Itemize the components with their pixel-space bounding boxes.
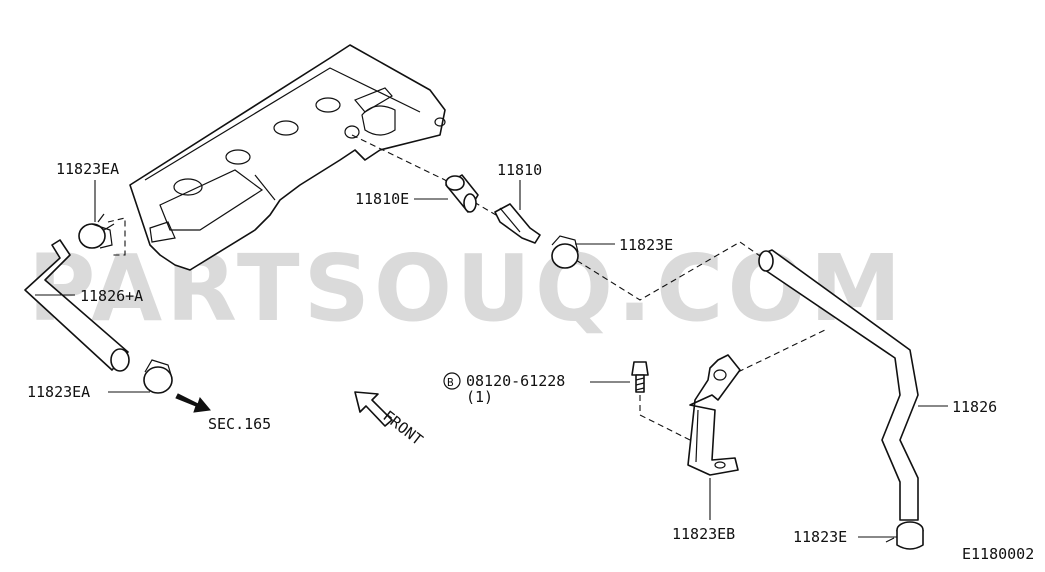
centerline-bracket [737,329,826,373]
sec-arrow [175,393,211,413]
clamp-11823E-top [551,235,579,269]
grommet-11810E [445,174,479,213]
label-11810: 11810 [497,161,542,179]
label-11823E-top: 11823E [619,236,673,254]
centerline-left-clip [107,217,126,256]
label-bolt-part: 08120-61228 [466,372,565,390]
clamp-11823EA-bottom [143,359,173,394]
label-sec165: SEC.165 [208,415,271,433]
label-11823EA-top: 11823EA [56,160,119,178]
clamp-11823E-bottom [885,521,924,550]
hose-11826A [24,239,130,372]
label-bolt-qty: (1) [466,388,493,406]
label-bolt-code: B [447,376,454,389]
hose-11826 [758,249,919,521]
valve-11810 [494,203,541,244]
label-11823EB: 11823EB [672,525,735,543]
centerline-valve-to-hose [559,241,761,301]
label-11826: 11826 [952,398,997,416]
bracket-11823EB [687,354,741,476]
rocker-cover [129,44,446,271]
clamp-11823EA-top [78,213,115,249]
front-arrow [354,391,393,427]
label-11823E-bottom: 11823E [793,528,847,546]
label-diagram-id: E1180002 [962,545,1034,563]
label-11823EA-bottom: 11823EA [27,383,90,401]
bolt-code-circle [443,372,461,390]
centerline-bolt [639,385,691,441]
label-11810E: 11810E [355,190,409,208]
bolt-08120-61228 [631,361,649,393]
label-11826A: 11826+A [80,287,143,305]
label-front: FRONT [380,407,427,449]
